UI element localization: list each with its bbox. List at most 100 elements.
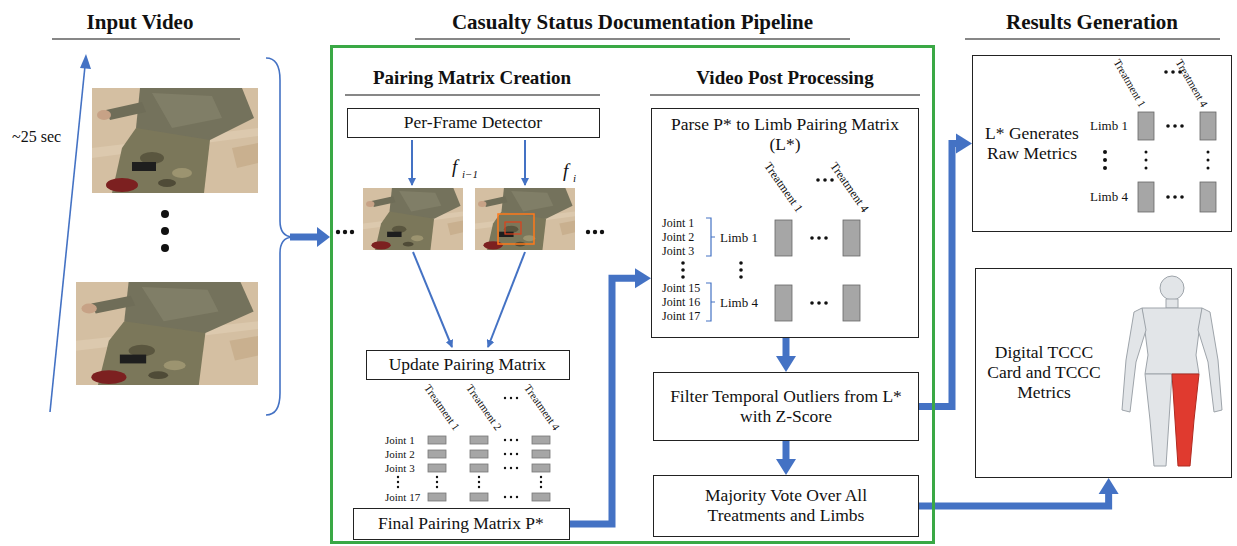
matrix-cell <box>470 450 488 458</box>
matrix-cell <box>775 285 792 321</box>
node-body: Casualty Status Documentation Pipeline <box>330 7 935 37</box>
ellipsis-dots <box>397 486 399 488</box>
bracket <box>706 283 715 321</box>
node-text: Per-Frame Detector <box>404 112 542 132</box>
node-body: Parse P* to Limb Pairing Matrix (L*) <box>660 114 910 162</box>
ellipsis-dots <box>161 210 169 218</box>
video-frame <box>76 282 258 385</box>
ellipsis-dots <box>478 486 480 488</box>
ellipsis-dots <box>397 476 399 478</box>
node-text: Filter Temporal Outliers from L* with Z-… <box>666 386 906 426</box>
detector-frame <box>363 188 463 250</box>
flow-arrow <box>919 478 1119 506</box>
row-label: Joint 1 <box>385 434 415 447</box>
ellipsis-dots <box>1164 70 1168 74</box>
column-label: Treatment 4 <box>827 160 872 215</box>
matrix-cell <box>428 464 446 472</box>
body-figure <box>1160 276 1184 300</box>
ellipsis-dots <box>1173 195 1177 199</box>
frame-label: f <box>563 160 568 182</box>
ellipsis-dots <box>510 439 512 441</box>
matrix-cell <box>843 220 860 256</box>
ellipsis-dots <box>336 230 340 234</box>
ellipsis-dots <box>681 178 834 305</box>
matrix-cell <box>1200 182 1216 212</box>
arrow-line <box>570 278 637 524</box>
body-figure <box>1122 308 1146 412</box>
video-frame <box>92 88 258 193</box>
row-label: Joint 2 <box>662 231 694 245</box>
matrix-cell <box>470 464 488 472</box>
ellipsis-dots <box>817 236 821 240</box>
bracket <box>706 218 715 256</box>
ellipsis-dots <box>436 481 438 483</box>
ellipsis-dots <box>516 467 518 469</box>
video-frame <box>76 88 258 385</box>
node-text: Casualty Status Documentation Pipeline <box>452 10 813 34</box>
ellipsis-dots <box>397 397 542 498</box>
arrow-line <box>783 441 790 461</box>
arrow-head <box>776 459 796 475</box>
limb-label: Limb 4 <box>1090 190 1128 205</box>
matrix-cell <box>428 493 446 501</box>
matrix-cell <box>470 436 488 444</box>
input-arrow <box>290 227 330 247</box>
matrix-cell <box>1138 182 1154 212</box>
arrow-line <box>783 338 790 358</box>
bracket <box>706 218 715 321</box>
ellipsis-dots <box>1207 167 1210 170</box>
ellipsis-dots <box>1103 150 1107 154</box>
ellipsis-dots <box>1103 158 1107 162</box>
node-body: Filter Temporal Outliers from L* with Z-… <box>666 373 906 439</box>
section-heading: Input Video <box>87 10 194 34</box>
ellipsis-dots <box>681 261 685 265</box>
ellipsis-dots <box>161 227 169 235</box>
flow-arrow <box>776 338 796 372</box>
matrix-cell <box>1138 112 1154 140</box>
node-body: Final Pairing Matrix P* <box>360 509 562 538</box>
flow-arrow <box>919 134 972 407</box>
matrix-cell <box>470 493 488 501</box>
ellipsis-dots <box>1171 70 1175 74</box>
row-label: Joint 2 <box>385 448 415 461</box>
ellipsis-dots <box>586 230 590 234</box>
input-arrow <box>317 227 330 247</box>
row-label: Joint 16 <box>662 296 700 310</box>
matrix-cell <box>843 285 860 321</box>
limb-label: Limb 1 <box>1090 119 1128 134</box>
body-figure <box>1145 374 1172 466</box>
ellipsis-dots <box>1166 124 1170 128</box>
flow-arrow <box>524 140 526 185</box>
ellipsis-dots <box>600 230 604 234</box>
ellipsis-dots <box>516 397 518 399</box>
ellipsis-dots <box>823 178 827 182</box>
ellipsis-dots <box>739 261 743 265</box>
ellipsis-dots <box>478 481 480 483</box>
detector-frame <box>498 214 534 244</box>
body-figure <box>1198 308 1222 412</box>
ellipsis-dots <box>343 230 347 234</box>
matrix-cell <box>532 436 550 444</box>
row-label: Joint 1 <box>662 217 694 231</box>
matrix-cell <box>532 493 550 501</box>
ellipsis-dots <box>504 439 506 441</box>
node-text: Update Pairing Matrix <box>389 354 546 374</box>
column-label: Treatment 1 <box>1111 57 1148 109</box>
node-text: L* Generates Raw Metrics <box>979 123 1085 163</box>
ellipsis-dots <box>510 453 512 455</box>
detector-frame <box>363 188 575 250</box>
ellipsis-dots <box>510 467 512 469</box>
ellipsis-dots <box>1173 124 1177 128</box>
arrow-line <box>919 144 958 407</box>
section-heading: Pairing Matrix Creation <box>373 67 571 89</box>
ellipsis-dots <box>478 476 480 478</box>
heading-underline <box>415 38 850 39</box>
arrow-head <box>776 356 796 372</box>
ellipsis-dots <box>681 268 685 272</box>
matrix-cell <box>1138 112 1216 212</box>
detector-frame <box>505 222 521 234</box>
node-text: Parse P* to Limb Pairing Matrix (L*) <box>660 114 910 154</box>
input-arrow <box>290 234 318 241</box>
